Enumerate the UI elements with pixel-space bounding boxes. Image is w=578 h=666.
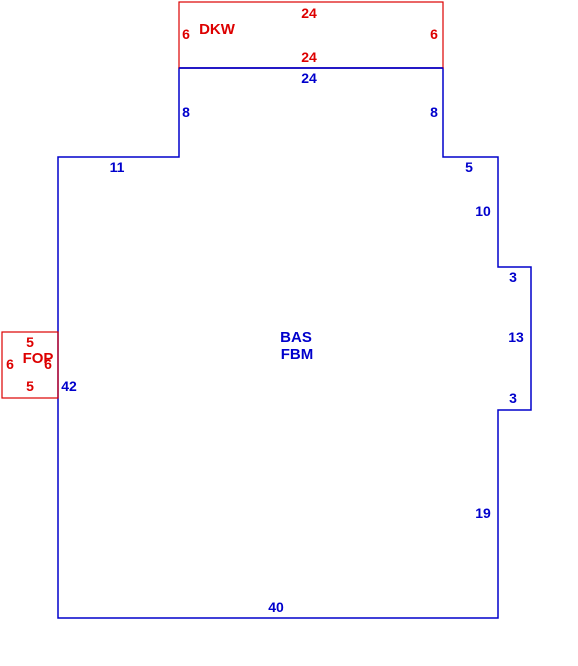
- fop-dim-right: 6: [44, 356, 52, 372]
- bas-dim-bump-top: 3: [509, 269, 517, 285]
- dkw-dim-right: 6: [430, 26, 438, 42]
- fop-outline: [1, 331, 59, 399]
- dkw-dim-left: 6: [182, 26, 190, 42]
- fop-dim-bottom: 5: [26, 378, 34, 394]
- bas-area-code: BAS: [280, 329, 312, 346]
- bas-dim-bump-bottom: 3: [509, 390, 517, 406]
- bas-dim-right-upper-run: 5: [465, 159, 473, 175]
- fop-dim-left: 6: [6, 356, 14, 372]
- bas-dim-bump-side: 13: [508, 329, 524, 345]
- dkw-dim-top: 24: [301, 5, 317, 21]
- bas-dim-bottom: 40: [268, 599, 284, 615]
- bas-dim-top-left: 11: [110, 159, 125, 175]
- bas-dim-top-middle: 24: [301, 70, 317, 86]
- dkw-area-code: DKW: [199, 21, 236, 38]
- bas-dim-left-step: 8: [182, 104, 190, 120]
- bas-dim-left: 42: [61, 378, 77, 394]
- fop-dim-top: 5: [26, 334, 34, 350]
- dkw-dim-bottom: 24: [301, 49, 317, 65]
- bas-dim-right-step: 8: [430, 104, 438, 120]
- fop-area-code: FOP: [23, 350, 54, 367]
- bas-dim-right-upper: 10: [475, 203, 491, 219]
- bas-dim-right-lower: 19: [475, 505, 491, 521]
- bas-area-subcode: FBM: [281, 346, 314, 363]
